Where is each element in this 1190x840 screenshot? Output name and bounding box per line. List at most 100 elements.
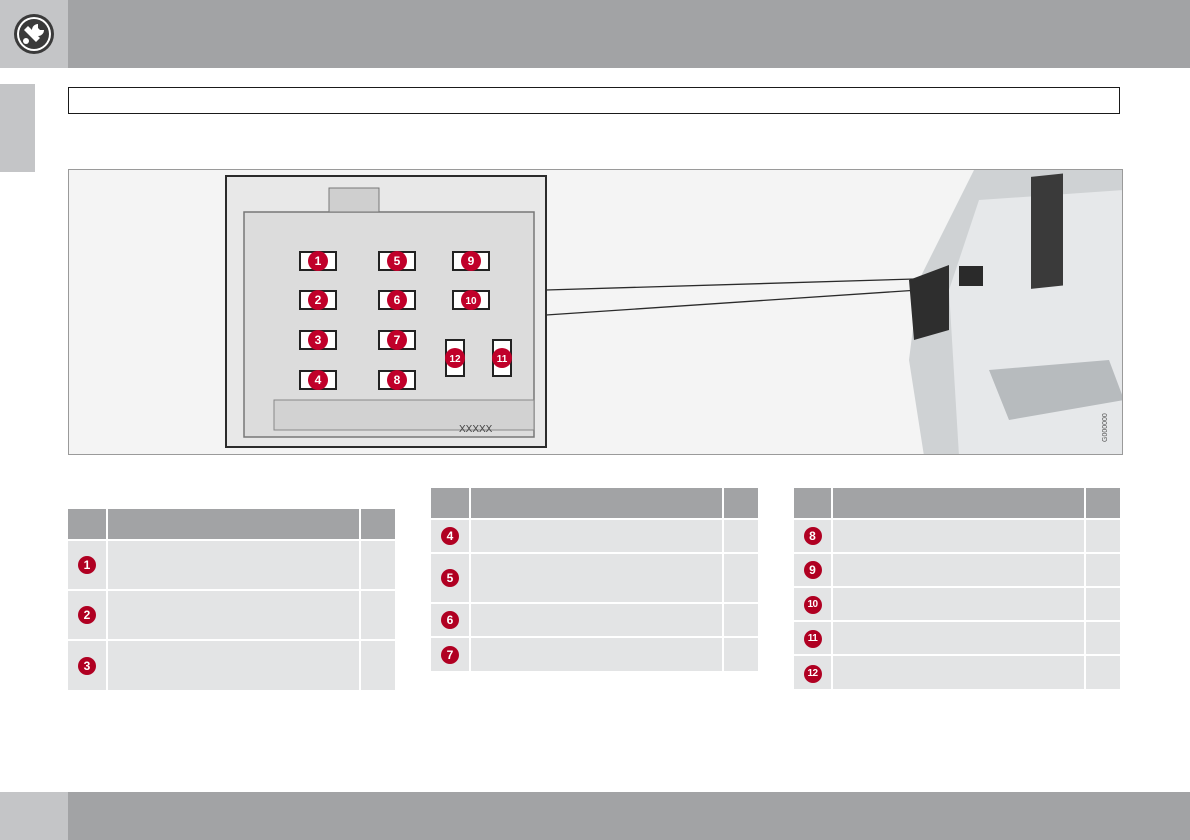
wrench-icon [14, 14, 54, 54]
fuse-callout [492, 348, 512, 368]
image-code: G000000 [1102, 413, 1109, 442]
table-row: 12 [794, 654, 1120, 689]
amp-cell [360, 639, 395, 690]
amp-cell [1085, 586, 1120, 621]
description-cell [470, 636, 724, 671]
table-row: 5 [431, 552, 758, 603]
fuse-callout-number: 5 [394, 254, 401, 268]
position-cell: 4 [431, 518, 471, 553]
fuse-callout-number: 1 [315, 254, 322, 268]
position-cell: 11 [794, 620, 833, 655]
fuse-callout [308, 251, 328, 271]
fuse-callout-number: 2 [315, 293, 322, 307]
table-row: 1 [68, 539, 395, 590]
amp-cell [723, 552, 758, 603]
amp-cell [1085, 654, 1120, 689]
description-cell [107, 639, 361, 690]
fuse-number-badge: 5 [441, 569, 459, 587]
amp-cell [723, 518, 758, 553]
fuse-callout [445, 348, 465, 368]
position-cell: 2 [68, 589, 108, 640]
fuse-callout-number: 11 [497, 354, 508, 365]
position-cell: 12 [794, 654, 833, 689]
position-cell: 9 [794, 552, 833, 587]
table-row: 8 [794, 518, 1120, 553]
header-cell [832, 488, 1086, 519]
position-cell: 8 [794, 518, 833, 553]
fuse-number-badge: 1 [78, 556, 96, 574]
fuse-callout [308, 290, 328, 310]
header-cell [723, 488, 758, 519]
position-cell: 7 [431, 636, 471, 671]
table-header-row [68, 509, 395, 540]
table-header-row [794, 488, 1120, 519]
header-cell [68, 509, 108, 540]
fuse-number-badge: 11 [803, 630, 822, 648]
amp-cell [723, 636, 758, 671]
position-cell: 6 [431, 602, 471, 637]
position-cell: 3 [68, 639, 108, 690]
fuse-callout [461, 290, 481, 310]
description-cell [832, 518, 1086, 553]
fuse-callout-number: 9 [468, 254, 475, 268]
position-cell: 5 [431, 552, 471, 603]
header-cell [431, 488, 471, 519]
fuse-callout [461, 251, 481, 271]
table-row: 4 [431, 518, 758, 553]
fuse-callout [387, 370, 407, 390]
fuse-table-left: 1 2 3 [68, 509, 395, 690]
description-cell [470, 518, 724, 553]
part-label: XXXXX [459, 424, 493, 435]
description-cell [470, 602, 724, 637]
fuse-callout [387, 290, 407, 310]
amp-cell [1085, 552, 1120, 587]
description-cell [107, 589, 361, 640]
fuse-table-right: 8 9 10 11 12 [794, 488, 1120, 689]
header-cell [794, 488, 833, 519]
fuse-callout-number: 6 [394, 293, 401, 307]
section-title-box [68, 87, 1120, 114]
header-cell [470, 488, 724, 519]
fuse-number-badge: 9 [803, 561, 822, 579]
fuse-callout-number: 4 [315, 373, 322, 387]
fuse-number-badge: 6 [441, 611, 459, 629]
table-row: 11 [794, 620, 1120, 655]
fuse-callout [308, 370, 328, 390]
fuse-callout-number: 7 [394, 333, 401, 347]
fuse-callout [387, 251, 407, 271]
table-row: 9 [794, 552, 1120, 587]
fuse-callout-number: 10 [465, 296, 477, 307]
footer-bar [0, 792, 1190, 840]
fuse-callout-number: 12 [449, 354, 461, 365]
position-cell: 1 [68, 539, 108, 590]
fuse-callout [387, 330, 407, 350]
table-row: 2 [68, 589, 395, 640]
description-cell [832, 552, 1086, 587]
amp-cell [1085, 620, 1120, 655]
table-row: 6 [431, 602, 758, 637]
header-icon-tab [0, 0, 68, 68]
description-cell [832, 586, 1086, 621]
fuse-number-badge: 3 [78, 656, 96, 675]
header-cell [1085, 488, 1120, 519]
fuse-callout-number: 3 [315, 333, 322, 347]
amp-cell [1085, 518, 1120, 553]
fuse-number-badge: 10 [803, 596, 822, 614]
fuse-callout-number: 8 [394, 373, 401, 387]
table-row: 3 [68, 639, 395, 690]
fuse-number-badge: 2 [78, 606, 96, 624]
fuse-number-badge: 7 [441, 645, 459, 664]
description-cell [832, 654, 1086, 689]
amp-cell [723, 602, 758, 637]
fuse-number-badge: 8 [803, 527, 822, 545]
table-row: 7 [431, 636, 758, 671]
fuse-number-badge: 12 [803, 664, 822, 683]
description-cell [832, 620, 1086, 655]
chapter-tab [0, 84, 35, 172]
fuse-table-middle: 4 5 6 7 [431, 488, 758, 671]
table-header-row [431, 488, 758, 519]
table-row: 10 [794, 586, 1120, 621]
header-bar [0, 0, 1190, 68]
